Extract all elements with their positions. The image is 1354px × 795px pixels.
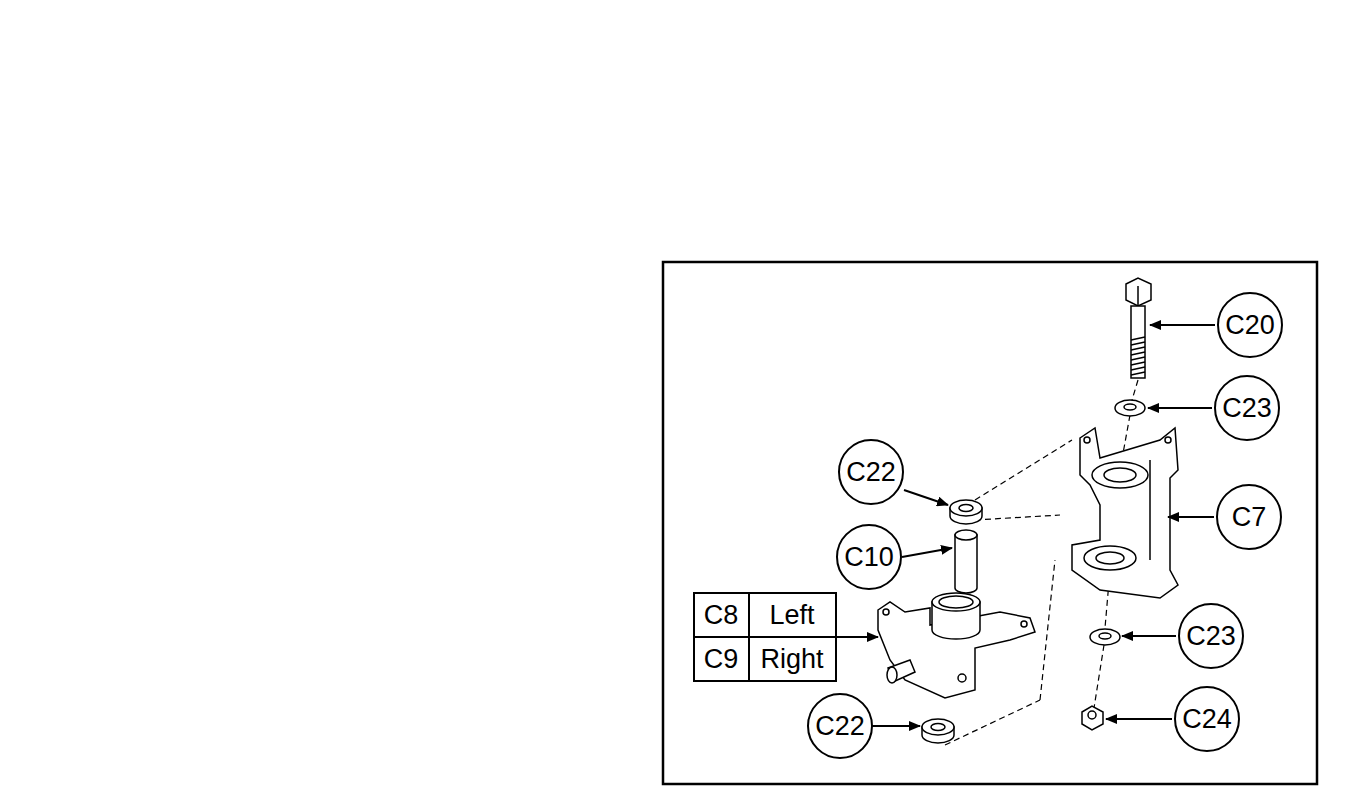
spindle bbox=[887, 667, 897, 683]
bearing bbox=[950, 500, 982, 516]
table-grid bbox=[694, 593, 836, 681]
bushing bbox=[955, 535, 977, 593]
leader-arrows bbox=[904, 490, 948, 505]
callout-number: C22 bbox=[815, 713, 865, 740]
callout-circle: C22 bbox=[807, 693, 873, 759]
spindle bbox=[878, 602, 1035, 698]
bolt bbox=[1131, 306, 1145, 378]
callout-number: C7 bbox=[1232, 504, 1267, 531]
bushing bbox=[955, 530, 977, 593]
callout-circle: C24 bbox=[1174, 686, 1240, 752]
assembly-lines bbox=[1094, 645, 1104, 708]
leader-arrows bbox=[1122, 635, 1176, 637]
callout-circle: C22 bbox=[838, 439, 904, 505]
frame bbox=[663, 262, 1317, 784]
leader-arrows bbox=[836, 636, 878, 638]
nut bbox=[1082, 706, 1103, 730]
bearing bbox=[959, 505, 973, 512]
callout-number: C23 bbox=[1222, 395, 1272, 422]
bracket bbox=[1072, 428, 1178, 598]
bracket bbox=[1092, 462, 1148, 488]
assembly-lines bbox=[1132, 380, 1138, 400]
bearing bbox=[931, 724, 945, 731]
spindle bbox=[888, 660, 915, 682]
assembly-lines bbox=[1040, 560, 1055, 700]
callout-number: C22 bbox=[846, 459, 896, 486]
bearing bbox=[922, 500, 982, 743]
callout-circle: C23 bbox=[1214, 375, 1280, 441]
leader-arrows bbox=[902, 548, 952, 557]
bracket bbox=[1149, 460, 1151, 560]
table-grid bbox=[748, 593, 750, 681]
bolt bbox=[1126, 278, 1151, 378]
spindle bbox=[1021, 621, 1027, 627]
assembly-lines bbox=[975, 515, 1060, 520]
leader-arrows bbox=[1148, 407, 1212, 409]
bracket bbox=[1072, 428, 1178, 598]
washer bbox=[1124, 404, 1136, 410]
bracket bbox=[1165, 437, 1171, 443]
table-cell: C8 bbox=[704, 602, 739, 629]
leader-arrows bbox=[1168, 516, 1214, 518]
washer bbox=[1090, 629, 1120, 645]
table-grid bbox=[694, 593, 836, 681]
bolt bbox=[1137, 286, 1139, 305]
bracket bbox=[1084, 437, 1090, 443]
nut bbox=[1088, 711, 1096, 719]
table-grid bbox=[694, 636, 836, 638]
leader-arrows bbox=[836, 325, 1215, 726]
spindle bbox=[878, 593, 1035, 698]
callout-number: C24 bbox=[1182, 706, 1232, 733]
table-cell: Left bbox=[769, 602, 814, 629]
callout-number: C23 bbox=[1186, 623, 1236, 650]
bolt bbox=[1126, 278, 1151, 306]
bracket bbox=[1104, 468, 1136, 482]
callout-circle: C23 bbox=[1178, 603, 1244, 669]
washer bbox=[1099, 633, 1111, 639]
spindle bbox=[932, 593, 980, 611]
leader-arrows bbox=[1150, 324, 1215, 326]
assembly-lines bbox=[945, 700, 1040, 745]
bracket bbox=[1084, 546, 1136, 570]
table-cell: Right bbox=[760, 646, 823, 673]
spindle bbox=[883, 609, 889, 615]
callout-number: C20 bbox=[1225, 312, 1275, 339]
washer bbox=[1115, 400, 1145, 416]
callout-circle: C10 bbox=[836, 524, 902, 590]
spindle bbox=[958, 674, 966, 682]
nut bbox=[1082, 706, 1103, 730]
assembly-lines bbox=[975, 440, 1072, 500]
callout-circle: C7 bbox=[1216, 484, 1282, 550]
callout-number: C10 bbox=[844, 544, 894, 571]
bracket bbox=[1096, 552, 1124, 564]
spindle bbox=[939, 596, 973, 608]
callout-circle: C20 bbox=[1217, 292, 1283, 358]
bolt bbox=[1131, 337, 1145, 375]
table-cell: C9 bbox=[704, 646, 739, 673]
bearing bbox=[922, 719, 954, 735]
leader-arrows bbox=[872, 725, 920, 727]
leader-arrows bbox=[1106, 718, 1172, 720]
bushing bbox=[955, 530, 977, 540]
